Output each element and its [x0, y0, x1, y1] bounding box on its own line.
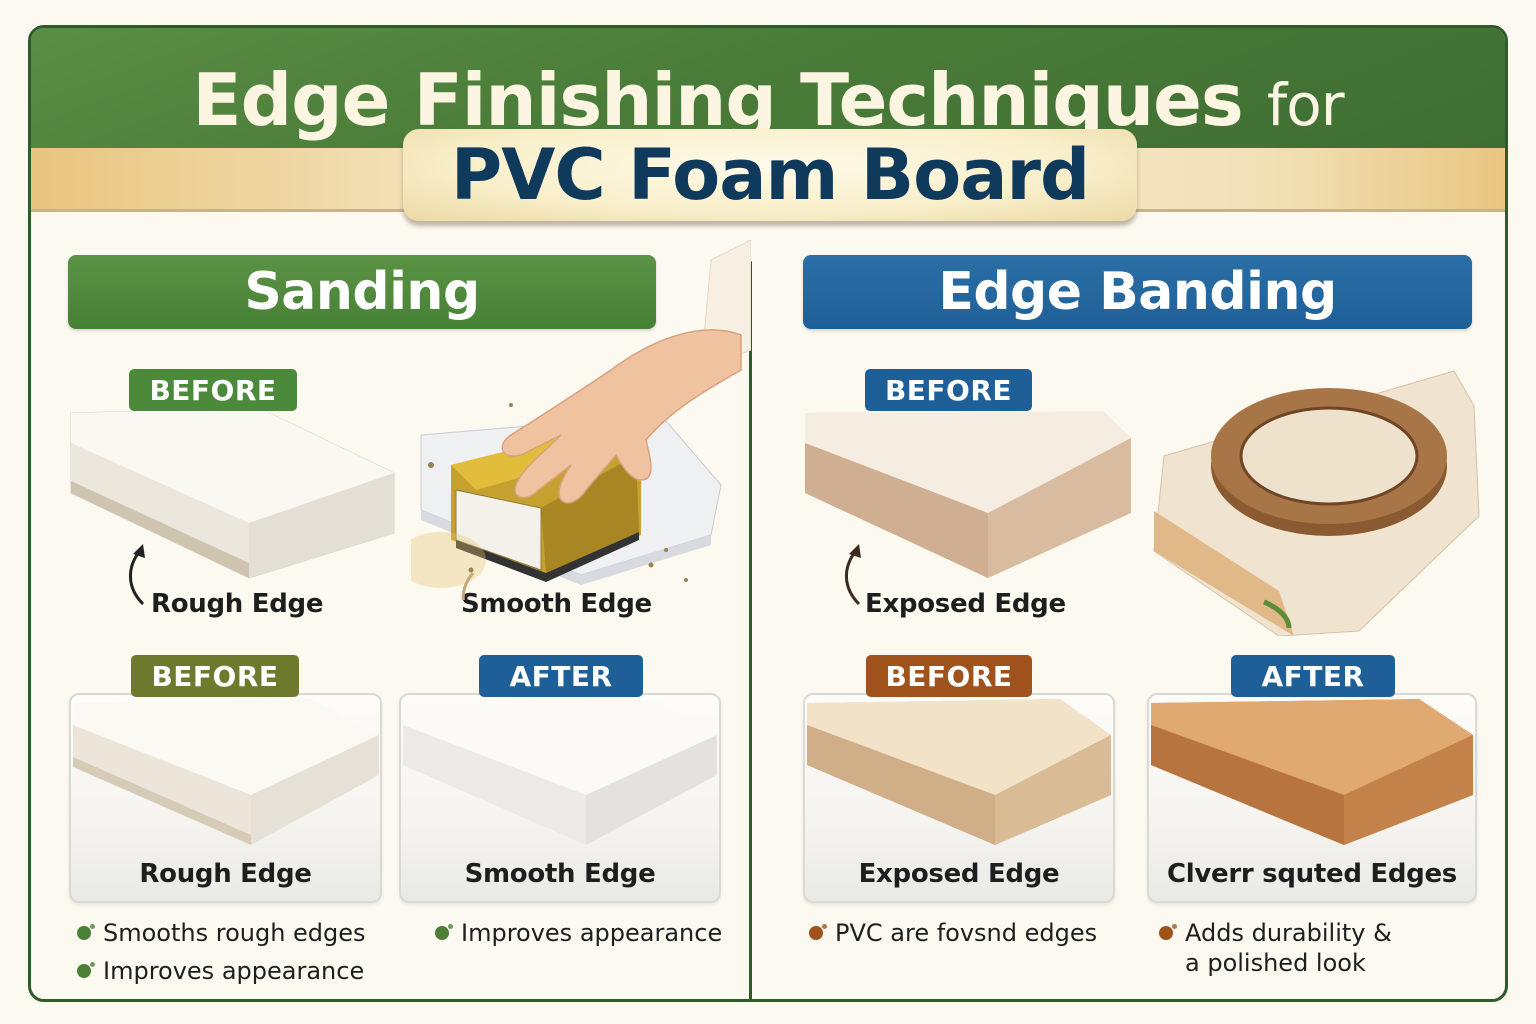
title-main: Edge Finishing Techniques — [192, 58, 1243, 142]
badge-before-banding-top: BEFORE — [865, 369, 1032, 411]
exposed-board-card-illustration — [807, 699, 1111, 845]
infographic-frame: Edge Finishing Techniques for PVC Foam B… — [28, 25, 1508, 1002]
caption-exposed-edge: Exposed Edge — [858, 859, 1060, 889]
arrow-pointing-exposed-edge — [845, 544, 861, 606]
edge-banding-roll-illustration — [1153, 370, 1480, 636]
caption-exposed-edge-top: Exposed Edge — [865, 589, 1066, 619]
list-item: Improves appearance — [77, 956, 366, 986]
card-sanding-after: Smooth Edge — [399, 693, 721, 903]
smooth-board-card-illustration — [403, 699, 717, 845]
list-item: Improves appearance — [435, 918, 722, 948]
badge-after-sanding: AFTER — [479, 655, 643, 697]
badge-before-sanding-top: BEFORE — [129, 369, 297, 411]
leaf-bullet-icon — [1159, 924, 1177, 940]
caption-rough-edge: Rough Edge — [139, 859, 312, 889]
section-title-sanding: Sanding — [68, 255, 656, 329]
badge-before-sanding: BEFORE — [131, 655, 299, 697]
caption-smooth-edge-top: Smooth Edge — [461, 589, 652, 619]
card-sanding-before: Rough Edge — [69, 693, 382, 903]
exposed-board-illustration — [805, 411, 1131, 578]
banding-benefits-right: Adds durability & a polished look — [1159, 918, 1392, 986]
badge-before-banding: BEFORE — [866, 655, 1032, 697]
caption-smooth-edge: Smooth Edge — [464, 859, 656, 889]
rough-board-illustration — [70, 407, 395, 579]
title-connector: for — [1266, 71, 1345, 139]
card-banding-after: Clverr squted Edges — [1147, 693, 1477, 903]
banded-board-card-illustration — [1151, 699, 1473, 845]
leaf-bullet-icon — [435, 924, 453, 940]
sanding-benefits-right: Improves appearance — [435, 918, 722, 956]
sanding-benefits-left: Smooths rough edges Improves appearance — [77, 918, 366, 994]
list-item: a polished look — [1185, 949, 1366, 977]
card-banding-before: Exposed Edge — [803, 693, 1115, 903]
leaf-bullet-icon — [77, 962, 95, 978]
leaf-bullet-icon — [77, 924, 95, 940]
leaf-bullet-icon — [809, 924, 827, 940]
caption-rough-edge-top: Rough Edge — [151, 589, 324, 619]
list-item: PVC are fovsnd edges — [809, 918, 1097, 948]
caption-covered-edges: Clverr squted Edges — [1167, 859, 1457, 889]
hand-sanding-illustration — [411, 240, 751, 600]
subtitle-pill: PVC Foam Board — [403, 129, 1137, 221]
banding-benefits-left: PVC are fovsnd edges — [809, 918, 1097, 956]
page-title: Edge Finishing Techniques for — [31, 64, 1505, 136]
list-item: Smooths rough edges — [77, 918, 366, 948]
rough-board-card-illustration — [73, 699, 379, 845]
section-divider — [749, 261, 752, 999]
title-subject: PVC Foam Board — [450, 134, 1090, 216]
header-background — [31, 28, 1505, 148]
list-item: Adds durability & — [1159, 918, 1392, 948]
badge-after-banding: AFTER — [1231, 655, 1395, 697]
section-title-edge-banding: Edge Banding — [803, 255, 1472, 329]
arrow-pointing-rough-edge — [129, 544, 145, 606]
